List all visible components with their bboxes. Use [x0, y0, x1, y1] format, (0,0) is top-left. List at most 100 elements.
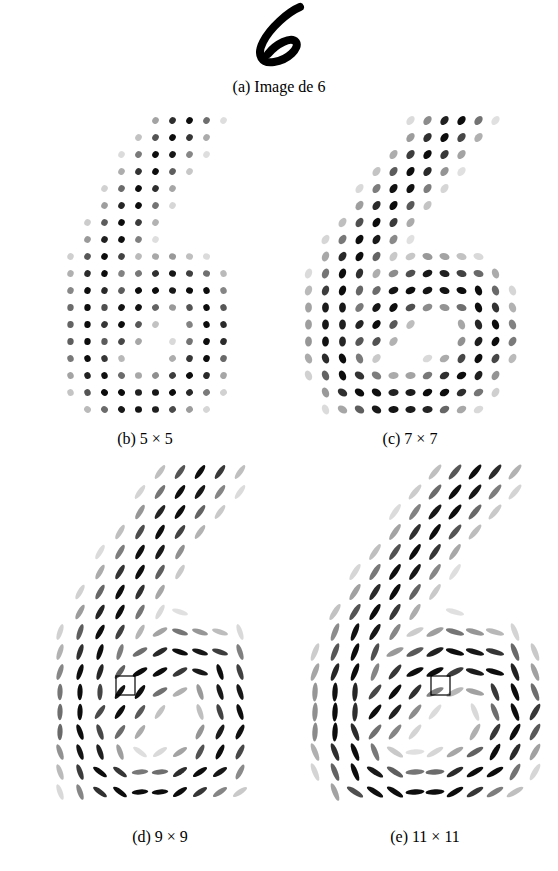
- filter-blob: [473, 352, 484, 364]
- filter-blob: [509, 622, 521, 642]
- filter-blob: [337, 352, 347, 364]
- filter-blob: [509, 682, 521, 702]
- dot-grids: [55, 114, 542, 801]
- filter-blob: [113, 704, 127, 720]
- filter-blob: [312, 702, 318, 721]
- filter-blob: [135, 406, 143, 413]
- filter-blob: [172, 785, 189, 798]
- filter-blob: [151, 235, 160, 244]
- filter-blob: [439, 182, 450, 194]
- filter-blob: [151, 303, 160, 312]
- filter-blob: [100, 218, 109, 227]
- filter-blob: [352, 702, 358, 721]
- filter-blob: [173, 484, 187, 500]
- filter-blob: [387, 683, 403, 701]
- filter-blob: [83, 354, 91, 363]
- filter-blob: [490, 352, 501, 364]
- filter-blob: [192, 785, 209, 798]
- filter-blob: [117, 337, 126, 346]
- filter-blob: [303, 352, 313, 364]
- filter-blob: [168, 286, 177, 294]
- filter-blob: [387, 663, 403, 681]
- filter-blob: [83, 252, 92, 261]
- filter-blob: [117, 235, 126, 244]
- filter-blob: [117, 218, 126, 227]
- filter-blob: [388, 301, 400, 313]
- filter-blob: [168, 252, 177, 260]
- filter-blob: [215, 683, 225, 700]
- filter-blob: [407, 683, 423, 701]
- filter-blob: [168, 184, 177, 193]
- filter-blob: [408, 603, 423, 622]
- filter-blob: [456, 148, 468, 160]
- filter-blob: [213, 504, 227, 520]
- filter-blob: [171, 647, 188, 657]
- filter-blob: [354, 216, 365, 228]
- filter-blob: [421, 370, 433, 381]
- filter-blob: [368, 583, 383, 602]
- filter-blob: [508, 762, 522, 781]
- filter-blob: [75, 663, 85, 680]
- filter-blob: [354, 267, 364, 279]
- filter-blob: [75, 743, 86, 760]
- filter-blob: [488, 742, 502, 761]
- filter-blob: [192, 765, 209, 778]
- filter-blob: [487, 463, 503, 481]
- filter-blob: [388, 148, 399, 160]
- filter-blob: [202, 405, 211, 414]
- filter-blob: [113, 664, 127, 680]
- filter-blob: [329, 662, 341, 682]
- filter-blob: [405, 625, 424, 638]
- filter-blob: [305, 302, 312, 313]
- filter-blob: [55, 623, 65, 640]
- filter-blob: [202, 133, 211, 142]
- filter-blob: [405, 406, 416, 413]
- filter-blob: [337, 250, 348, 262]
- filter-blob: [388, 233, 399, 245]
- filter-blob: [93, 704, 107, 720]
- filter-blob: [473, 284, 483, 296]
- filter-blob: [134, 286, 143, 295]
- filter-blob: [473, 369, 484, 381]
- filter-blob: [427, 483, 443, 501]
- filter-blob: [115, 643, 125, 660]
- filter-blob: [151, 218, 160, 227]
- filter-blob: [438, 404, 450, 415]
- filter-blob: [407, 703, 423, 721]
- filter-blob: [135, 372, 143, 379]
- filter-blob: [100, 201, 109, 210]
- filter-blob: [151, 184, 160, 193]
- filter-blob: [488, 722, 502, 741]
- filter-blob: [371, 335, 383, 347]
- filter-blob: [405, 165, 416, 177]
- filter-blob: [388, 165, 399, 177]
- filter-blob: [407, 563, 422, 582]
- filter-blob: [117, 150, 126, 159]
- filter-blob: [75, 643, 85, 660]
- filter-blob: [133, 724, 147, 740]
- filter-blob: [151, 686, 168, 699]
- filter-blob: [371, 182, 382, 194]
- filter-blob: [134, 604, 147, 621]
- filter-blob: [153, 544, 166, 561]
- filter-blob: [312, 722, 318, 741]
- filter-blob: [212, 765, 229, 778]
- filter-blob: [354, 335, 366, 347]
- filter-blob: [320, 386, 330, 398]
- filter-blob: [185, 286, 194, 294]
- filter-blob: [455, 387, 467, 398]
- filter-blob: [348, 563, 363, 582]
- filter-blob: [214, 743, 226, 760]
- filter-blob: [211, 627, 228, 637]
- filter-blob: [349, 762, 361, 782]
- filter-blob: [100, 235, 109, 244]
- filter-blob: [485, 765, 504, 779]
- filter-blob: [117, 167, 126, 176]
- filter-blob: [234, 723, 246, 740]
- subfigure-caption: (a) Image de 6: [233, 78, 326, 96]
- filter-blob: [94, 584, 107, 601]
- filter-blob: [445, 685, 464, 698]
- filter-blob: [456, 318, 466, 330]
- filter-blob: [202, 337, 211, 346]
